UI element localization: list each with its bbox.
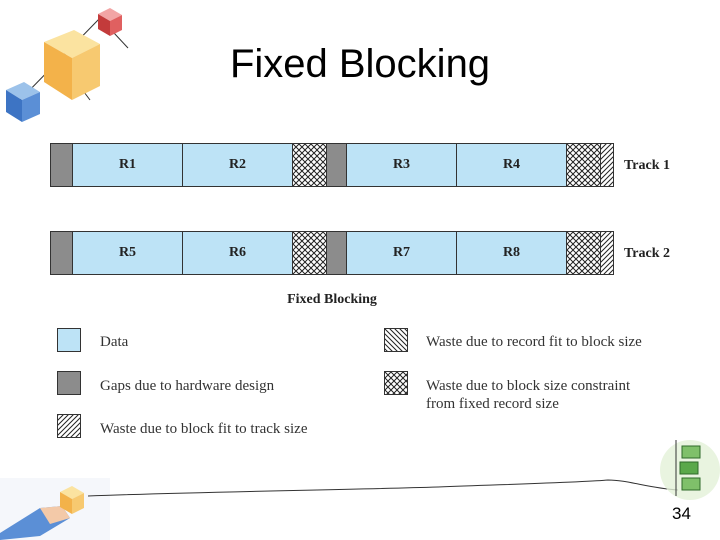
record-label: R3: [392, 157, 411, 172]
waste-track-fit-hatch: [601, 144, 613, 186]
record-label: R5: [118, 245, 137, 260]
hardware-gap: [51, 144, 73, 186]
record-label: R8: [502, 245, 521, 260]
track-1-label: Track 1: [624, 158, 671, 173]
legend-block-waste-swatch: [384, 371, 408, 395]
record-block: R7: [347, 232, 457, 274]
decorative-connector-line: [88, 479, 679, 497]
decorative-hand-cube-icon: [0, 478, 110, 540]
track-2: R5 R6 R7 R8: [50, 231, 614, 275]
legend-track-waste-label: Waste due to block fit to track size: [100, 421, 308, 437]
decorative-stack-icon: [660, 440, 720, 500]
track-1: R1 R2 R3 R4: [50, 143, 614, 187]
record-block: R3: [347, 144, 457, 186]
legend-block-waste-line2: from fixed record size: [426, 396, 559, 412]
record-block: R2: [183, 144, 293, 186]
record-block: R4: [457, 144, 567, 186]
page-number: 34: [672, 504, 691, 523]
hardware-gap: [51, 232, 73, 274]
legend-block-waste-label: Waste due to block size constraint from …: [426, 377, 630, 413]
record-label: R7: [392, 245, 411, 260]
record-block: R1: [73, 144, 183, 186]
legend-data-label: Data: [100, 334, 129, 350]
slide-title: Fixed Blocking: [229, 42, 491, 86]
record-block: R6: [183, 232, 293, 274]
legend-data-swatch: [57, 328, 81, 352]
hardware-gap: [327, 232, 347, 274]
waste-block-size-hatch: [293, 232, 327, 274]
legend-track-waste-swatch: [57, 414, 81, 438]
legend-gap-label: Gaps due to hardware design: [100, 378, 275, 394]
track-2-label: Track 2: [624, 246, 671, 261]
legend-record-waste-swatch: [384, 328, 408, 352]
record-label: R1: [118, 157, 137, 172]
hardware-gap: [327, 144, 347, 186]
legend-block-waste-line1: Waste due to block size constraint: [426, 378, 631, 394]
waste-block-size-hatch: [293, 144, 327, 186]
waste-track-fit-hatch: [601, 232, 613, 274]
waste-block-size-hatch: [567, 144, 601, 186]
diagram-caption: Fixed Blocking: [287, 292, 377, 307]
record-label: R2: [228, 157, 247, 172]
waste-block-size-hatch: [567, 232, 601, 274]
decorative-cubes-icon: [6, 8, 129, 122]
record-block: R5: [73, 232, 183, 274]
record-label: R6: [228, 245, 247, 260]
legend-record-waste-label: Waste due to record fit to block size: [426, 334, 642, 350]
record-label: R4: [502, 157, 521, 172]
legend-gap-swatch: [57, 371, 81, 395]
record-block: R8: [457, 232, 567, 274]
